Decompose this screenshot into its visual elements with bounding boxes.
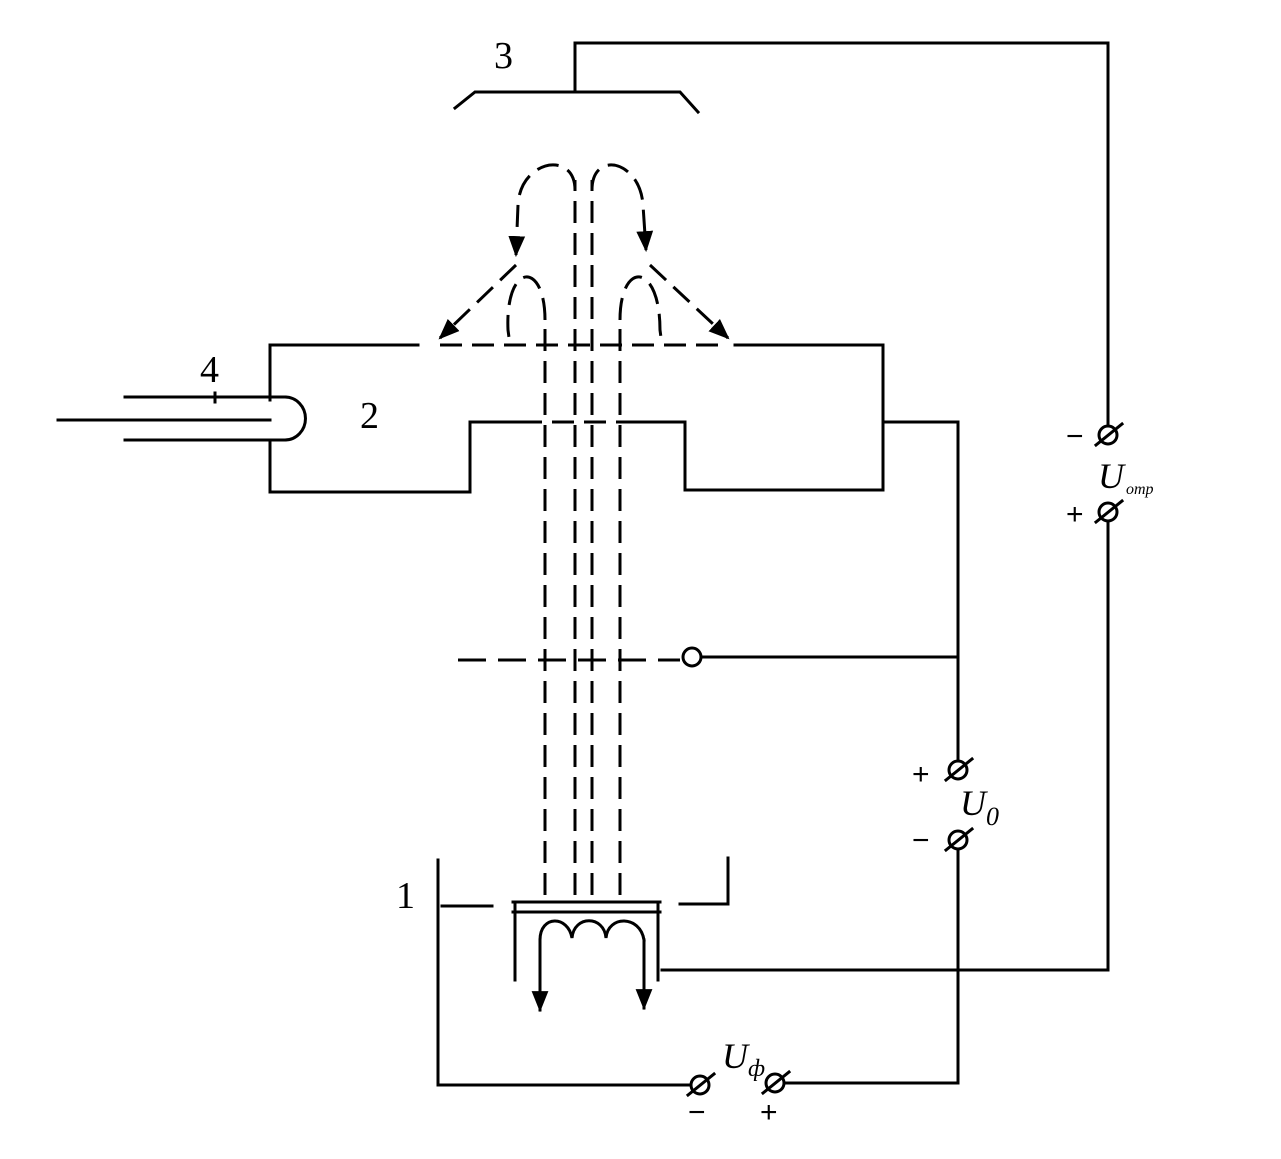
symbol-filament: U xyxy=(722,1036,750,1076)
lead-wire xyxy=(56,391,307,442)
target-electrode xyxy=(268,343,960,762)
label-collector: 3 xyxy=(494,35,513,77)
sign-filament-minus: − xyxy=(688,1096,706,1129)
label-lead: 4 xyxy=(200,349,219,391)
sub-filament: ф xyxy=(748,1056,765,1082)
electron-beams xyxy=(438,163,730,895)
label-target: 2 xyxy=(360,395,379,437)
sign-filament-plus: + xyxy=(760,1096,778,1129)
sign-anode-plus: + xyxy=(912,758,930,791)
terminal-anode-minus xyxy=(943,826,975,853)
terminal-filament-minus xyxy=(685,1071,717,1098)
label-cathode: 1 xyxy=(396,875,415,917)
sub-reflect: отр xyxy=(1126,481,1154,498)
sign-reflect-minus: − xyxy=(1066,420,1084,453)
symbol-anode: U xyxy=(960,783,988,823)
voltage-anode-label: + U 0 − xyxy=(912,758,999,857)
cathode-assembly xyxy=(436,518,1110,1087)
terminal-filament-plus xyxy=(760,1069,792,1096)
voltage-filament-label: U ф − + xyxy=(688,1036,778,1129)
terminal-reflect-minus xyxy=(1093,421,1125,448)
terminal-anode-plus xyxy=(943,756,975,783)
sub-anode: 0 xyxy=(986,802,999,831)
collector-electrode xyxy=(452,41,1110,427)
sign-anode-minus: − xyxy=(912,824,930,857)
voltage-reflect-label: − U отр + xyxy=(1066,420,1154,531)
sign-reflect-plus: + xyxy=(1066,498,1084,531)
terminal-reflect-plus xyxy=(1093,498,1125,525)
grid-electrode xyxy=(458,646,960,668)
symbol-reflect: U xyxy=(1098,456,1126,496)
